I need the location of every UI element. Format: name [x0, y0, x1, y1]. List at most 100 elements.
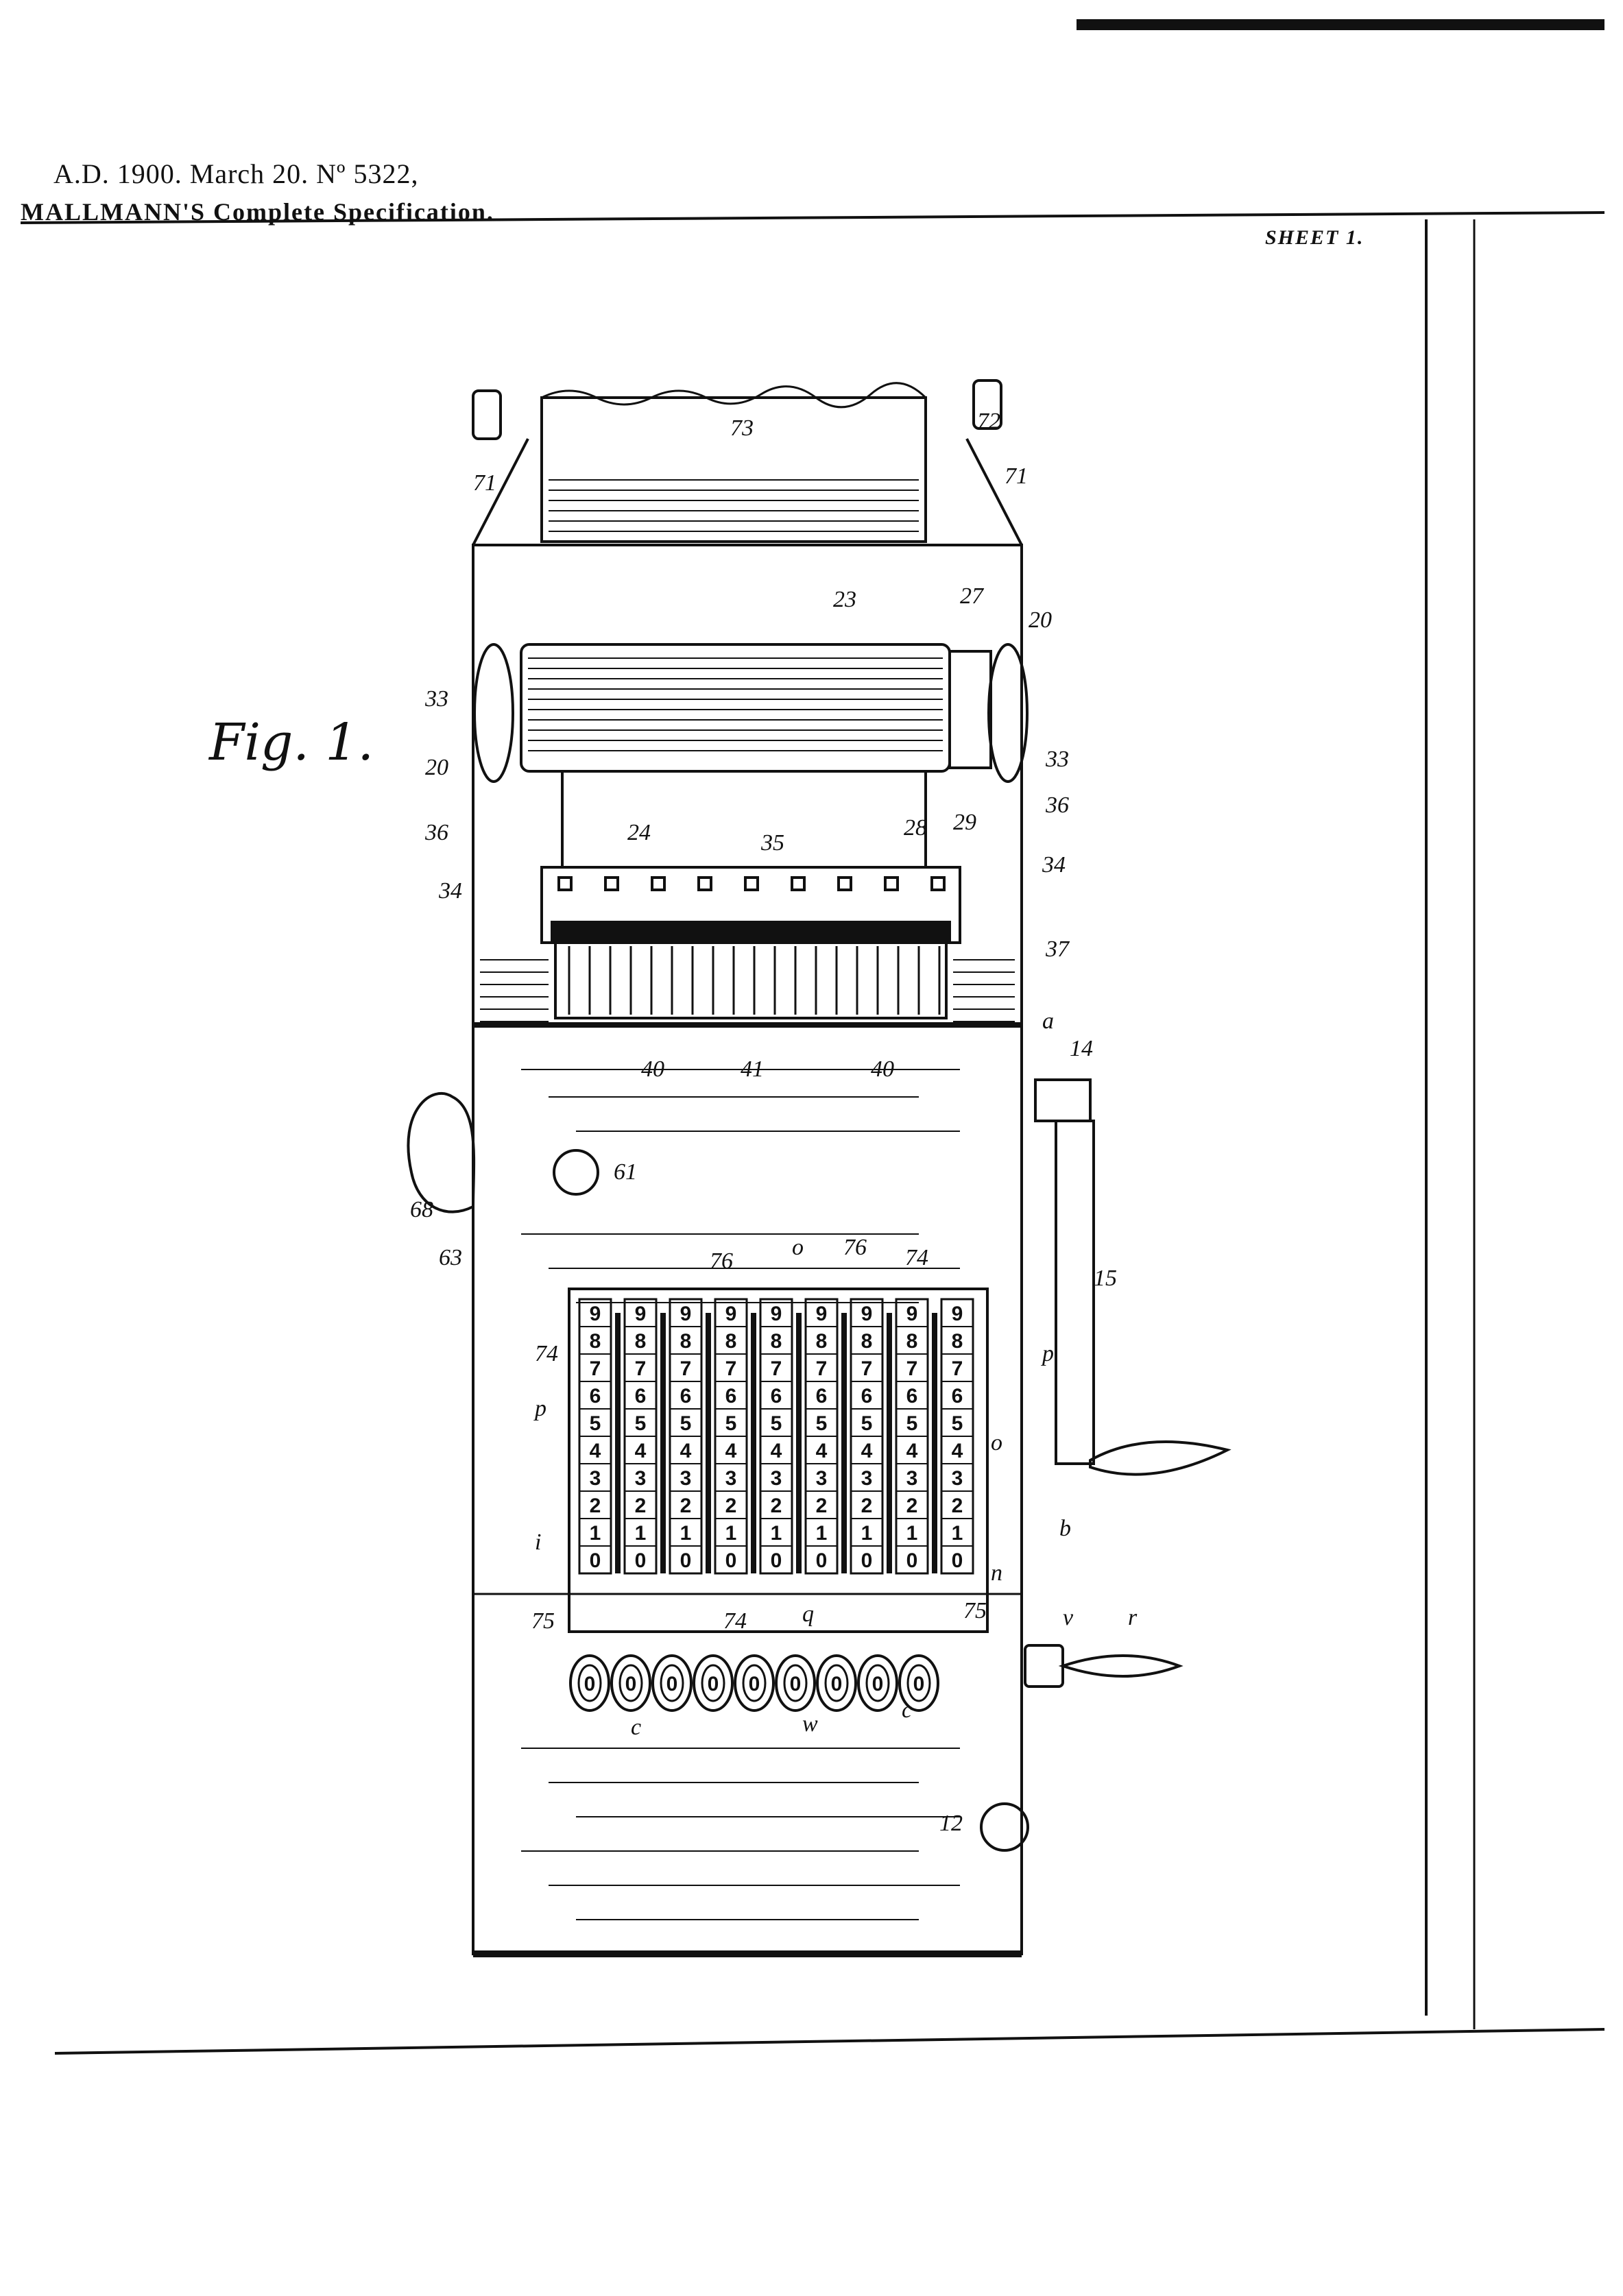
paper-edge [541, 382, 927, 409]
counter-digit: 7 [635, 1357, 647, 1380]
reference-label: 12 [939, 1811, 963, 1836]
counter-digit: 9 [952, 1303, 963, 1325]
dial-digit: 0 [790, 1673, 802, 1695]
counter-frame [568, 1288, 989, 1633]
dial-digit: 0 [913, 1673, 925, 1695]
reference-label: 36 [424, 820, 448, 845]
counter-digit: 2 [680, 1495, 692, 1517]
counter-digit: 2 [861, 1495, 873, 1517]
reference-label: 61 [614, 1159, 637, 1185]
counter-digit: 2 [635, 1495, 647, 1517]
header-rule [20, 211, 1605, 224]
counter-digit: 2 [952, 1495, 963, 1517]
reference-label: 15 [1094, 1266, 1117, 1291]
reference-label: b [1059, 1516, 1071, 1541]
dial-inner [660, 1664, 684, 1702]
left-support-71 [472, 438, 529, 546]
counter-digit: 3 [635, 1467, 647, 1490]
reference-label: q [802, 1602, 814, 1627]
counter-digit: 4 [952, 1440, 963, 1462]
dial-digit: 0 [666, 1673, 678, 1695]
carriage-pin [744, 876, 759, 891]
right-knob [972, 379, 1002, 430]
counter-digit: 9 [680, 1303, 692, 1325]
counter-digit: 2 [590, 1495, 601, 1517]
reference-label: p [533, 1396, 546, 1421]
counter-slot [706, 1313, 711, 1573]
knob-v [1024, 1644, 1064, 1688]
left-wheel-33 [473, 643, 514, 783]
counter-digit: 3 [680, 1467, 692, 1490]
dial-ring [857, 1654, 898, 1712]
carriage-pin [837, 876, 852, 891]
dial-inner [618, 1664, 643, 1702]
hole-61 [553, 1149, 599, 1196]
dial-ring [610, 1654, 651, 1712]
counter-digit: 0 [635, 1549, 647, 1572]
machine-drawing [407, 379, 1231, 1957]
counter-digit: 4 [906, 1440, 918, 1462]
reference-label: 41 [741, 1056, 764, 1082]
counter-digit: 9 [590, 1303, 601, 1325]
counter-digit: 9 [906, 1303, 918, 1325]
counter-digit: 4 [680, 1440, 692, 1462]
counter-digit: 0 [952, 1549, 963, 1572]
crank-hub-14 [1034, 1078, 1092, 1122]
counter-digit: 8 [590, 1330, 601, 1353]
dial-inner [865, 1664, 890, 1702]
dial-digit: 0 [831, 1673, 843, 1695]
counter-digit: 4 [725, 1440, 737, 1462]
dial-inner [906, 1664, 931, 1702]
counter-digit: 5 [590, 1412, 601, 1435]
carriage-pin [791, 876, 806, 891]
counter-digit: 6 [861, 1385, 873, 1407]
counter-digit: 6 [635, 1385, 647, 1407]
counter-digit: 6 [725, 1385, 737, 1407]
counter-digit: 7 [680, 1357, 692, 1380]
knob-r [1058, 1654, 1183, 1678]
counter-slot [660, 1313, 666, 1573]
counter-slot [932, 1313, 937, 1573]
reference-label: 36 [1045, 793, 1069, 818]
counter-digit: 6 [680, 1385, 692, 1407]
machine-body [472, 544, 1023, 1955]
counter-digit: 8 [680, 1330, 692, 1353]
reference-label: o [792, 1235, 804, 1260]
counter-slot [615, 1313, 621, 1573]
counter-digit: 7 [590, 1357, 601, 1380]
dial-inner [701, 1664, 725, 1702]
counter-digit: 0 [771, 1549, 782, 1572]
counter-digit: 1 [816, 1522, 828, 1545]
counter-digit: 5 [725, 1412, 737, 1435]
dial-digit: 0 [584, 1673, 596, 1695]
platen-23 [520, 643, 951, 773]
reference-label: 73 [730, 415, 754, 441]
counter-digit: 8 [906, 1330, 918, 1353]
reference-label: 75 [531, 1608, 555, 1634]
reference-label: 33 [424, 686, 448, 712]
left-knob [472, 389, 502, 440]
reference-label: 34 [438, 878, 462, 904]
carriage-pin [930, 876, 946, 891]
header-line-1: A.D. 1900. March 20. Nº 5322, [53, 158, 419, 189]
reference-label: 40 [871, 1056, 894, 1082]
reference-label: 35 [760, 830, 784, 856]
reference-label: c [631, 1715, 641, 1740]
counter-digit: 1 [771, 1522, 782, 1545]
right-support-71 [965, 438, 1023, 546]
counter-digit: 0 [816, 1549, 828, 1572]
counter-digit: 0 [861, 1549, 873, 1572]
reference-label: 40 [641, 1056, 664, 1082]
counter-digit: 6 [816, 1385, 828, 1407]
counter-digit: 5 [635, 1412, 647, 1435]
counter-digit: 1 [725, 1522, 737, 1545]
reference-label: 74 [723, 1608, 747, 1634]
counter-digit: 6 [906, 1385, 918, 1407]
counter-slot [841, 1313, 847, 1573]
counter-digit: 7 [906, 1357, 918, 1380]
counter-digit: 4 [861, 1440, 873, 1462]
reference-label: 74 [905, 1245, 928, 1270]
